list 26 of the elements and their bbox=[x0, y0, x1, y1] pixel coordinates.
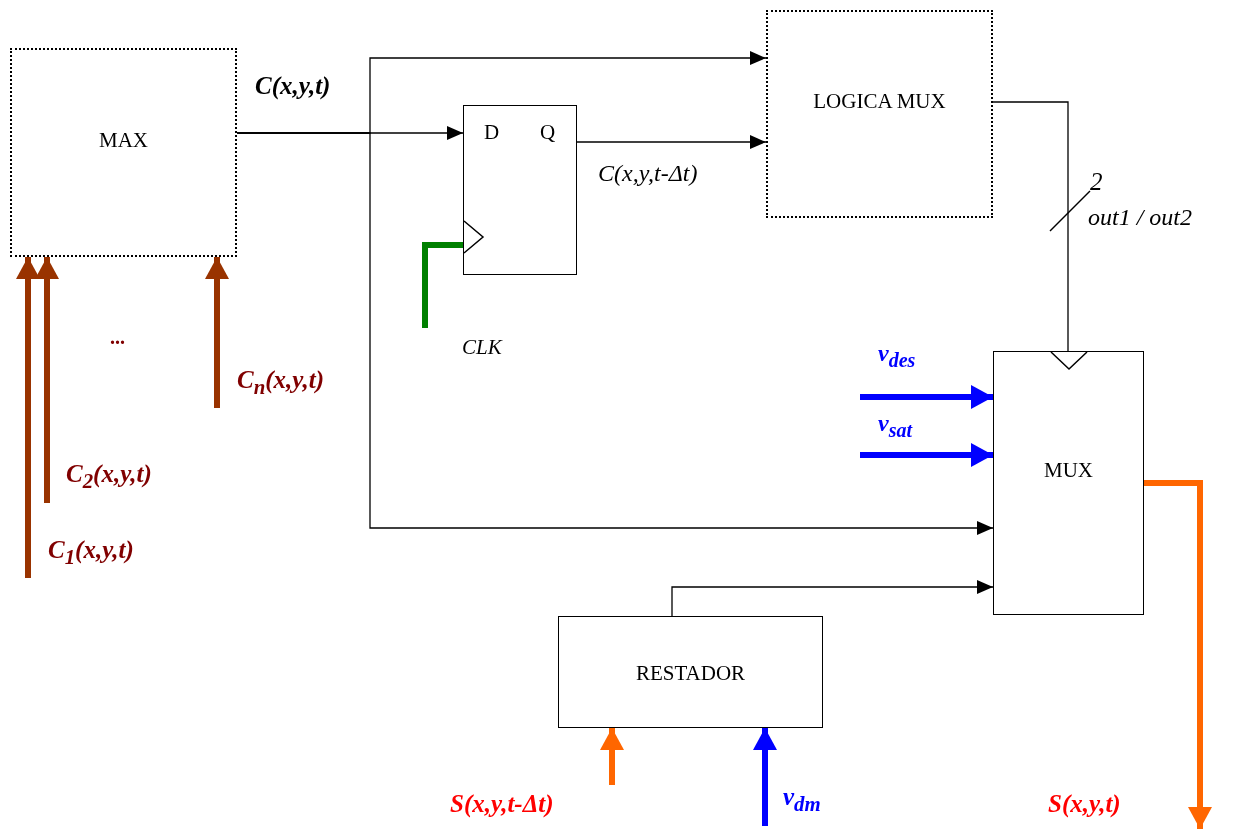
arrow bbox=[600, 728, 624, 785]
block-box bbox=[10, 48, 237, 257]
block-label: RESTADOR bbox=[634, 661, 747, 686]
arrow bbox=[860, 385, 993, 409]
pin-label: D bbox=[484, 120, 500, 145]
block-label: LOGICA MUX bbox=[812, 89, 947, 114]
arrow bbox=[860, 443, 993, 467]
block-label: MUX bbox=[1043, 458, 1094, 483]
arrow bbox=[753, 728, 777, 826]
logic-block-box bbox=[766, 10, 993, 218]
connector-line bbox=[992, 101, 1069, 352]
arrow bbox=[671, 580, 994, 617]
multiplexer-box bbox=[993, 351, 1144, 615]
arrow bbox=[576, 135, 767, 149]
arrow bbox=[1144, 480, 1212, 829]
subtractor-box bbox=[558, 616, 823, 728]
clock-line bbox=[422, 242, 463, 328]
arrow bbox=[16, 257, 40, 578]
pin-label: Q bbox=[540, 120, 556, 145]
arrow bbox=[35, 257, 59, 503]
arrow bbox=[236, 132, 994, 535]
flip-flop-box bbox=[463, 105, 577, 275]
bus-width-number: 2 bbox=[1090, 168, 1103, 196]
ellipsis-text: ... bbox=[110, 326, 125, 348]
arrow bbox=[205, 257, 229, 408]
block-label: MAX bbox=[98, 128, 149, 153]
